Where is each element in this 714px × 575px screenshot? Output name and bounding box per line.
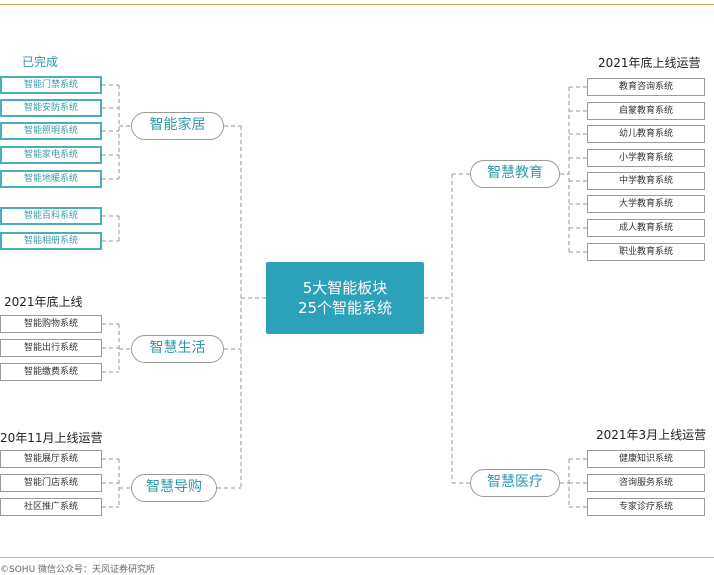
medical-item: 咨询服务系统 — [587, 474, 705, 492]
completed-title: 已完成 — [22, 55, 59, 69]
branch-smart-medical: 智慧医疗 — [470, 469, 560, 497]
home-item: 智能安防系统 — [0, 99, 102, 117]
top-divider — [0, 4, 714, 5]
life-item: 智能出行系统 — [0, 339, 102, 357]
education-item: 中学教育系统 — [587, 172, 705, 190]
education-item: 教育咨询系统 — [587, 78, 705, 96]
life-item: 智能购物系统 — [0, 315, 102, 333]
medical-item: 健康知识系统 — [587, 450, 705, 468]
home-item: 智能门禁系统 — [0, 76, 102, 94]
bottom-divider — [0, 557, 714, 558]
source-footer: ©SOHU 微信公众号：天风证券研究所 — [0, 565, 156, 575]
branch-smart-guide: 智慧导购 — [131, 474, 217, 502]
home-extra-item: 智能百科系统 — [0, 207, 102, 225]
education-item: 成人教育系统 — [587, 219, 705, 237]
home-extra-item: 智能相册系统 — [0, 232, 102, 250]
life-item: 智能缴费系统 — [0, 363, 102, 381]
center-node: 5大智能板块 25个智能系统 — [266, 262, 424, 334]
center-line-2: 25个智能系统 — [297, 299, 393, 317]
branch-smart-education: 智慧教育 — [470, 160, 560, 188]
branch-smart-home: 智能家居 — [131, 112, 224, 140]
guide-item: 智能展厅系统 — [0, 450, 102, 468]
education-item: 启蒙教育系统 — [587, 102, 705, 120]
education-item: 小学教育系统 — [587, 149, 705, 167]
center-line-1: 5大智能板块 — [302, 279, 388, 297]
home-item: 智能家电系统 — [0, 146, 102, 164]
guide-item: 社区推广系统 — [0, 498, 102, 516]
guide-item: 智能门店系统 — [0, 474, 102, 492]
medical-item: 专家诊疗系统 — [587, 498, 705, 516]
education-schedule-title: 2021年底上线运营 — [598, 56, 701, 70]
education-item: 职业教育系统 — [587, 243, 705, 261]
guide-schedule-title: 20年11月上线运营 — [0, 431, 103, 445]
branch-smart-life: 智慧生活 — [131, 335, 224, 363]
education-item: 幼儿教育系统 — [587, 125, 705, 143]
medical-schedule-title: 2021年3月上线运营 — [596, 428, 707, 442]
home-item: 智能地暖系统 — [0, 170, 102, 188]
home-item: 智能照明系统 — [0, 122, 102, 140]
life-schedule-title: 2021年底上线 — [4, 295, 83, 309]
education-item: 大学教育系统 — [587, 195, 705, 213]
